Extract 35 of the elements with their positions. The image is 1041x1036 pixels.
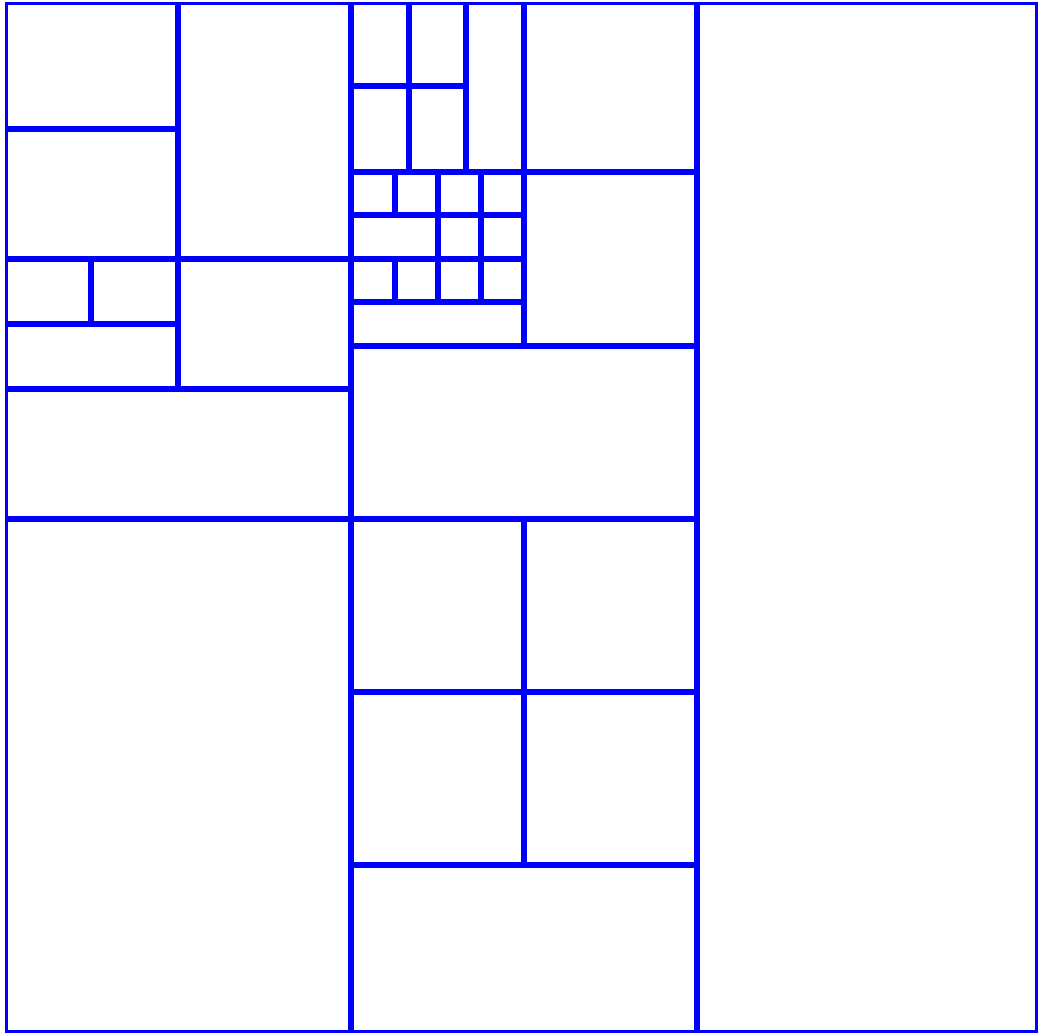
rectangle-outline — [524, 2, 697, 172]
rectangle-outline — [409, 2, 466, 86]
rectangle-outline — [351, 2, 409, 86]
rectangle-outline — [351, 302, 524, 346]
rectangle-outline — [5, 259, 91, 324]
rectangle-outline — [438, 215, 481, 259]
rectangle-outline — [178, 259, 351, 389]
rectangle-outline — [524, 519, 697, 692]
rectangle-outline — [351, 259, 395, 302]
rectangle-outline — [5, 324, 178, 389]
rectangle-outline — [351, 172, 395, 215]
rectangle-outline — [351, 865, 697, 1033]
rectangle-outline — [438, 259, 481, 302]
rectangle-outline — [351, 346, 697, 519]
rectangle-outline — [697, 2, 1038, 1033]
rectangle-outline — [5, 2, 178, 129]
rectangle-outline — [5, 519, 351, 1033]
rectangle-outline — [5, 129, 178, 259]
rectangle-outline — [438, 172, 481, 215]
rectangle-outline — [351, 215, 438, 259]
rectangle-outline — [524, 692, 697, 865]
rectangle-outline — [351, 692, 524, 865]
rectangle-outline — [481, 259, 524, 302]
rectangle-outline — [481, 215, 524, 259]
rectangle-outline — [524, 172, 697, 346]
rectangle-outline — [5, 389, 351, 519]
rectangle-outline — [395, 259, 438, 302]
rectangle-outline — [395, 172, 438, 215]
rectangle-outline — [178, 2, 351, 259]
rectangle-outline — [91, 259, 178, 324]
rectangle-outline — [351, 519, 524, 692]
rectangle-outline — [409, 86, 466, 172]
rectangle-outline — [481, 172, 524, 215]
rectangle-outline — [351, 86, 409, 172]
rectangle-outline — [466, 2, 524, 172]
